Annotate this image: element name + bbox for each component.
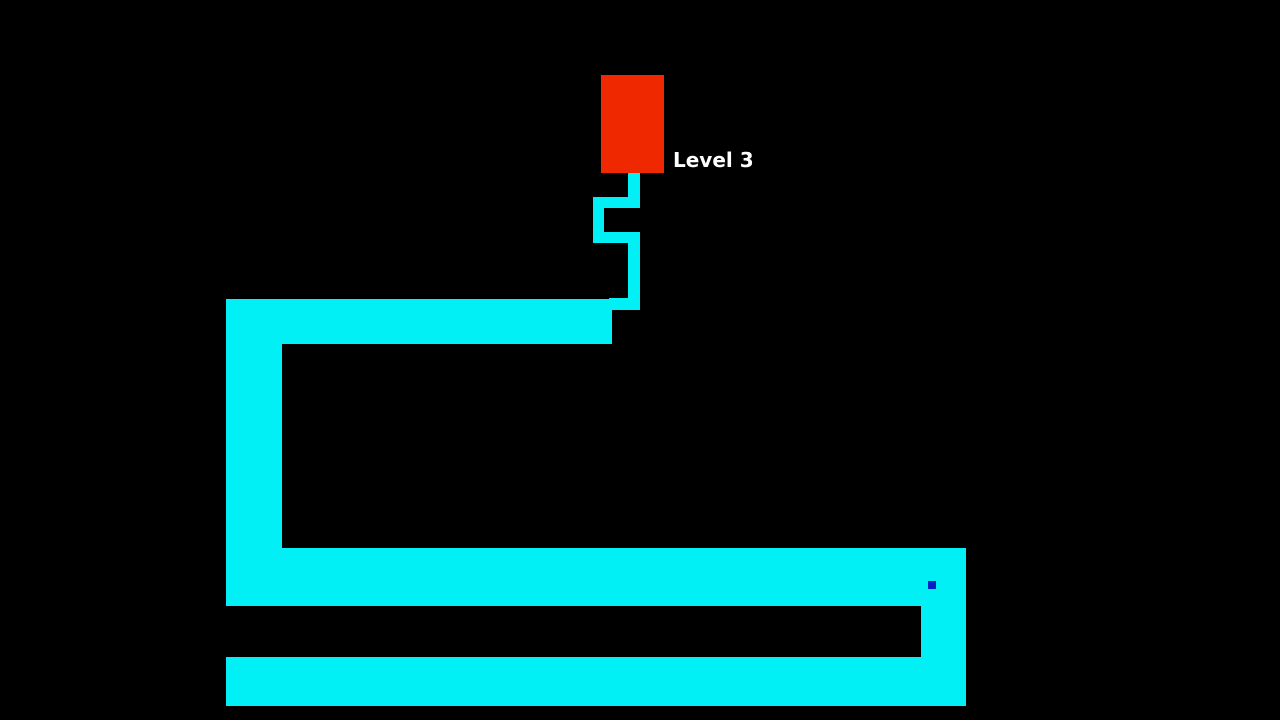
corridor-top[interactable] (226, 299, 612, 344)
connector-segment[interactable] (628, 232, 640, 310)
maze-path[interactable] (226, 172, 966, 706)
connector-segment[interactable] (593, 197, 604, 243)
connector-segment[interactable] (593, 197, 640, 208)
player-dot[interactable] (928, 581, 936, 589)
level-label: Level 3 (673, 148, 754, 172)
goal-block[interactable] (601, 75, 664, 173)
corridor-middle[interactable] (226, 548, 966, 606)
corridor-bottom[interactable] (226, 657, 966, 706)
connector-segment[interactable] (593, 232, 640, 243)
connector-segment[interactable] (609, 298, 640, 310)
